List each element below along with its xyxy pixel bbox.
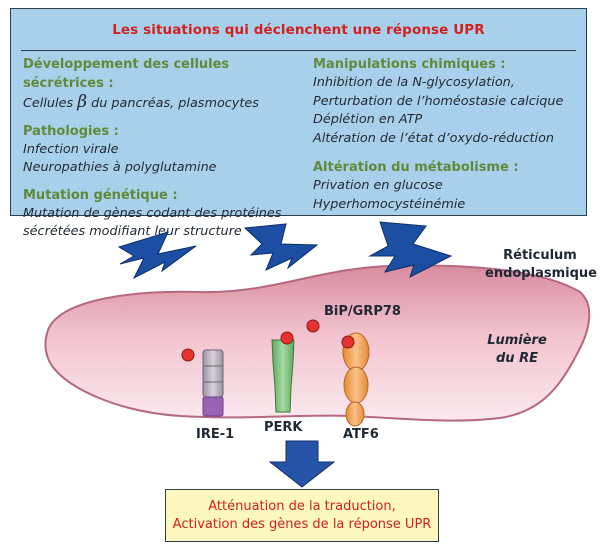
item-viral-infection: Infection virale (23, 141, 119, 157)
item-atp-depletion: Déplétion en ATP (313, 112, 423, 127)
item-polyglutamine: Neuropathies à polyglutamine (23, 160, 217, 175)
item-glucose-deprivation: Privation en glucose (313, 178, 443, 193)
reticulum-label-line1: Réticulum (503, 248, 577, 263)
ire1-label: IRE-1 (196, 427, 235, 442)
lumen-label-line2: du RE (496, 351, 538, 366)
right-column: Manipulations chimiques : Inhibition de … (313, 55, 598, 214)
reticulum-label: Réticulum endoplasmique (485, 247, 597, 283)
bip-grp78-dot (306, 319, 320, 333)
atf6-label: ATF6 (343, 427, 379, 442)
item-beta-cells: Cellules β du pancréas, plasmocytes (23, 93, 308, 114)
perk-label: PERK (264, 420, 303, 435)
lightning-bolt-left-icon (117, 231, 197, 280)
lightning-bolt-middle-icon (243, 223, 319, 271)
item-redox: Altération de l’état d’oxydo-réduction (313, 130, 555, 146)
category-chemical-manipulations: Manipulations chimiques : (313, 57, 506, 72)
ire1-bip-dot (181, 348, 195, 362)
item-mutation-line1: Mutation de gènes codant des protéines (23, 205, 282, 221)
reticulum-label-line2: endoplasmique (485, 266, 597, 281)
top-box-title: Les situations qui déclenchent une répon… (112, 22, 485, 38)
category-secretory-cells: Développement des cellules sécrétrices : (23, 57, 230, 91)
category-metabolism: Altération du métabolisme : (313, 160, 519, 175)
item-mutation-line2: sécrétées modifiant leur structure (23, 224, 242, 239)
left-column: Développement des cellules sécrétrices :… (23, 55, 308, 242)
item-hyperhomocysteinemia: Hyperhomocystéinémie (313, 196, 466, 212)
category-genetic-mutation: Mutation génétique : (23, 187, 178, 203)
item-n-glycosylation: Inhibition de la N-glycosylation, (313, 75, 515, 90)
trigger-situations-box: Les situations qui déclenchent une répon… (10, 8, 587, 239)
upr-outcome-box: Atténuation de la traduction, Activation… (165, 489, 439, 542)
lumen-label-line1: Lumière (487, 333, 547, 348)
title-divider (21, 50, 576, 51)
atf6-receptor (342, 332, 370, 427)
item-beta-cells-text: Cellules β du pancréas, plasmocytes (23, 92, 259, 112)
perk-receptor (271, 339, 295, 413)
item-calcium-homeostasis: Perturbation de l’homéostasie calcique (313, 93, 564, 109)
lightning-bolt-right-icon (368, 221, 453, 279)
beta-symbol: β (77, 92, 88, 112)
category-pathologies: Pathologies : (23, 123, 119, 139)
outcome-translation-attenuation: Atténuation de la traduction, (208, 498, 396, 514)
perk-bip-dot (280, 331, 294, 345)
lumen-label: Lumière du RE (472, 332, 562, 368)
bip-grp78-label: BiP/GRP78 (324, 304, 401, 319)
down-arrow-icon (268, 440, 336, 488)
er-lumen-shape (44, 264, 591, 422)
atf6-bip-dot (341, 335, 355, 349)
outcome-gene-activation: Activation des gènes de la réponse UPR (172, 516, 432, 532)
ire1-receptor (202, 349, 224, 417)
